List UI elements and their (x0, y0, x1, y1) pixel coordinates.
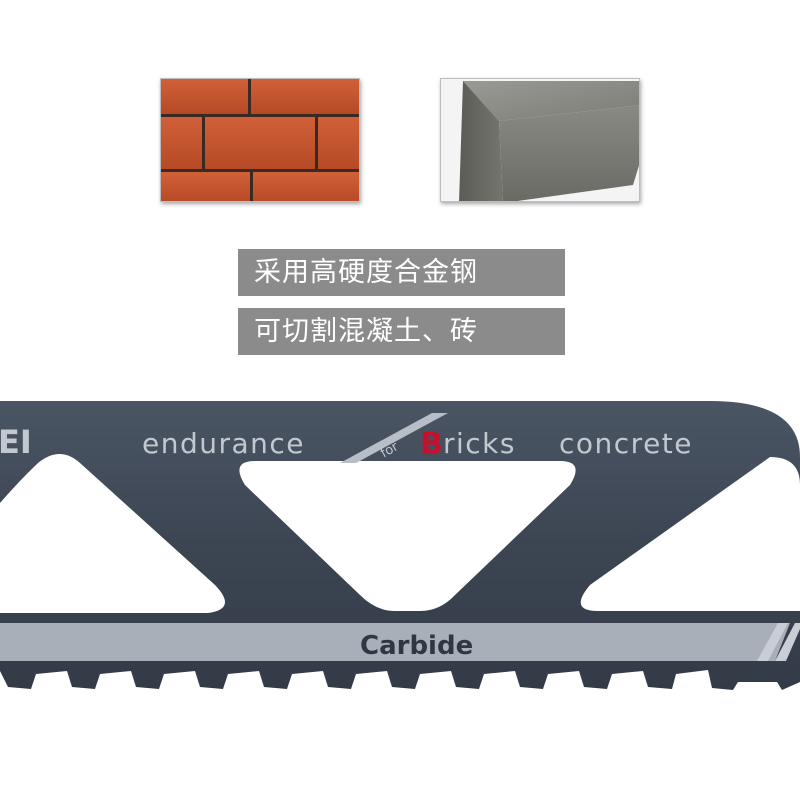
brick (161, 79, 248, 114)
bricks-initial-text: B (420, 427, 443, 462)
brick-wall-image (160, 78, 360, 202)
stripe-slash (757, 623, 788, 661)
brick (205, 117, 315, 169)
endurance-text: endurance (142, 427, 305, 460)
for-emblem (340, 413, 448, 463)
brick (161, 117, 202, 169)
block-front-face (499, 105, 639, 201)
blade-cutout-right (580, 457, 800, 611)
caption-cuts-concrete-brick: 可切割混凝土、砖 (238, 308, 565, 355)
concrete-text: concrete (559, 427, 693, 460)
blade-cutout-left (0, 454, 225, 613)
concrete-block-image (440, 78, 640, 202)
brick (161, 172, 250, 201)
brick (251, 79, 359, 114)
saw-blade: EI endurance for B ricks concrete Carbid… (0, 401, 800, 690)
brand-fragment-text: EI (0, 423, 32, 461)
block-top-face (463, 81, 639, 121)
bricks-text: ricks (443, 427, 516, 460)
brick (253, 172, 359, 201)
brick (318, 117, 359, 169)
concrete-block-graphic (441, 79, 639, 201)
blade-cutout-center (239, 461, 576, 611)
brick-wall-graphic (161, 79, 359, 201)
caption-high-hardness-alloy: 采用高硬度合金钢 (238, 249, 565, 296)
carbide-stripe (0, 623, 790, 661)
carbide-label: Carbide (360, 631, 473, 661)
stripe-slash (775, 623, 800, 661)
block-side-face (459, 81, 503, 201)
